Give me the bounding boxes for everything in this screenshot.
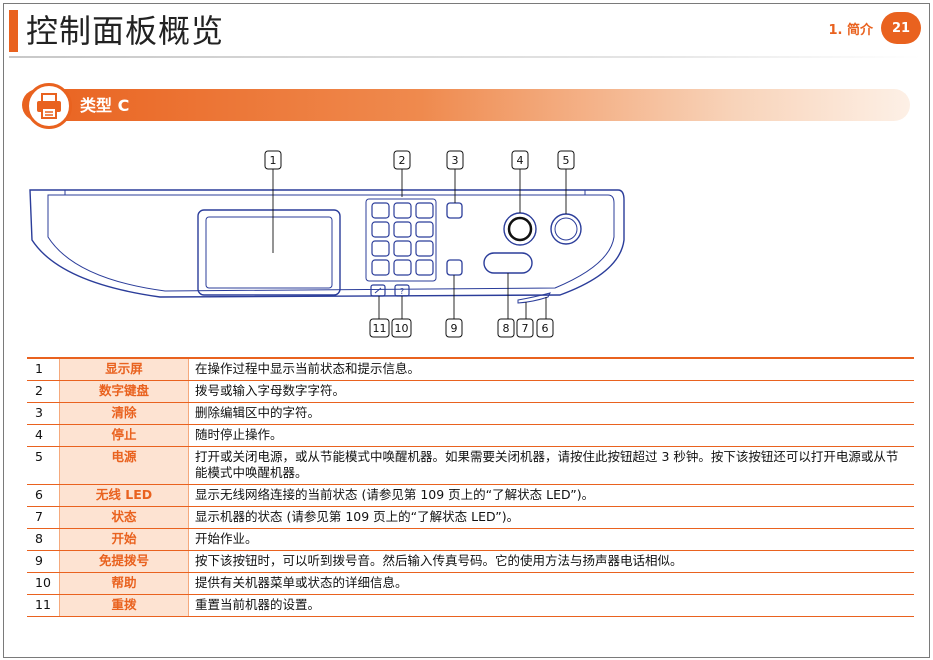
legend-num: 3 — [27, 402, 60, 425]
callout-4: 4 — [517, 154, 524, 167]
page-header-right: 1. 简介 21 — [828, 12, 921, 44]
callout-5: 5 — [563, 154, 570, 167]
legend-term: 状态 — [59, 506, 189, 529]
display-screen — [197, 209, 341, 296]
section-title: 类型 C — [80, 96, 130, 115]
legend-num: 7 — [27, 506, 60, 529]
legend-num: 8 — [27, 528, 60, 551]
chapter-link[interactable]: 1. 简介 — [828, 22, 873, 38]
legend-desc: 拨号或输入字母数字字符。 — [188, 380, 914, 403]
legend-term: 电源 — [59, 446, 189, 485]
legend-desc: 显示无线网络连接的当前状态 (请参见第 109 页上的“了解状态 LED”)。 — [188, 484, 914, 507]
callout-10: 10 — [395, 322, 409, 335]
svg-text:?: ? — [400, 287, 404, 296]
callout-11: 11 — [373, 322, 387, 335]
legend-num: 9 — [27, 550, 60, 573]
callout-7: 7 — [522, 322, 529, 335]
legend-num: 6 — [27, 484, 60, 507]
legend-term: 免提拨号 — [59, 550, 189, 573]
callout-2: 2 — [399, 154, 406, 167]
start-button — [483, 252, 533, 274]
callout-9: 9 — [451, 322, 458, 335]
legend-num: 5 — [27, 446, 60, 485]
legend-term: 无线 LED — [59, 484, 189, 507]
legend-num: 2 — [27, 380, 60, 403]
redial-button — [370, 284, 386, 297]
legend-term: 帮助 — [59, 572, 189, 595]
legend-num: 1 — [27, 357, 60, 381]
legend-term: 开始 — [59, 528, 189, 551]
legend-desc: 按下该按钮时，可以听到拨号音。然后输入传真号码。它的使用方法与扬声器电话相似。 — [188, 550, 914, 573]
legend-desc: 删除编辑区中的字符。 — [188, 402, 914, 425]
legend-term: 数字键盘 — [59, 380, 189, 403]
legend-num: 4 — [27, 424, 60, 447]
title-accent-bar — [9, 10, 18, 52]
legend-desc: 随时停止操作。 — [188, 424, 914, 447]
callout-6: 6 — [542, 322, 549, 335]
callout-8: 8 — [503, 322, 510, 335]
legend-desc: 提供有关机器菜单或状态的详细信息。 — [188, 572, 914, 595]
on-hook-dial-button — [446, 259, 463, 276]
numeric-keypad — [371, 202, 434, 276]
callout-3: 3 — [452, 154, 459, 167]
legend-term: 重拨 — [59, 594, 189, 617]
page-frame — [3, 3, 930, 658]
printer-icon — [26, 83, 72, 129]
legend-desc: 在操作过程中显示当前状态和提示信息。 — [188, 357, 914, 381]
legend-desc: 显示机器的状态 (请参见第 109 页上的“了解状态 LED”)。 — [188, 506, 914, 529]
legend-term: 清除 — [59, 402, 189, 425]
legend-num: 11 — [27, 594, 60, 617]
header-divider — [9, 56, 921, 58]
legend-num: 10 — [27, 572, 60, 595]
legend-desc: 打开或关闭电源，或从节能模式中唤醒机器。如果需要关闭机器，请按住此按钮超过 3 … — [188, 446, 914, 485]
legend-desc: 开始作业。 — [188, 528, 914, 551]
legend-term: 显示屏 — [59, 357, 189, 381]
clear-button — [446, 202, 463, 219]
legend-term: 停止 — [59, 424, 189, 447]
section-bar — [22, 89, 910, 121]
control-panel-diagram: ? 1 2 3 4 5 11 10 9 8 — [29, 150, 625, 338]
page-number-badge: 21 — [881, 12, 921, 44]
page-title: 控制面板概览 — [26, 12, 225, 50]
legend-desc: 重置当前机器的设置。 — [188, 594, 914, 617]
callout-1: 1 — [270, 154, 277, 167]
